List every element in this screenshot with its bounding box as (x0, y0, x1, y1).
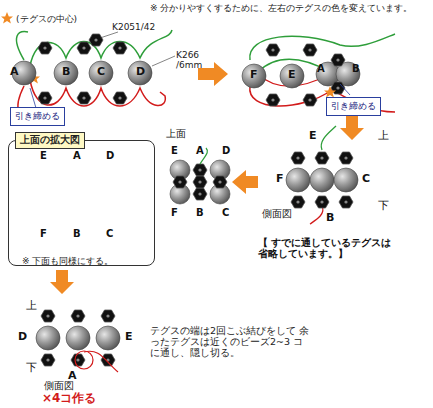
label-text: A (317, 63, 325, 75)
label-text: B (196, 207, 204, 219)
label-text: K266 /6mm (176, 50, 212, 71)
label-text: 上 (26, 300, 37, 313)
label-text: 上 (378, 130, 389, 143)
label-text: (テグスの中心) (16, 14, 77, 24)
label-text: A (73, 150, 81, 162)
label-text: B (326, 212, 334, 225)
label-text: 下 (26, 362, 37, 375)
label-text: D (222, 145, 230, 157)
zoom-box: 上面の拡大図 (8, 140, 155, 266)
label-text: テグスの端は2回こぶ結びをして 余ったテグスは近くのビーズ2~3 コに通し、隠し… (150, 326, 310, 359)
box-heading: 上面の拡大図 (15, 132, 85, 149)
pull-tight-box: 引き締める (326, 97, 381, 116)
label-text: C (97, 66, 105, 79)
label-text: 【 すでに通しているテグスは 省略しています。】 (258, 238, 398, 260)
label-text: A (196, 145, 204, 157)
label-text: 下 (378, 200, 389, 213)
label-text: F (276, 173, 284, 186)
label-text: B (62, 66, 70, 79)
label-text: B (352, 63, 360, 75)
label-text: C (362, 173, 370, 186)
label-text: 上面 (166, 128, 186, 140)
label-text: K2051/42 (112, 22, 155, 32)
label-text: F (40, 228, 47, 240)
label-text: F (171, 207, 178, 219)
label-text: ※ 下面も同様にする。 (22, 256, 113, 266)
label-text: C (106, 228, 113, 240)
label-text: E (309, 130, 317, 143)
label-text: B (73, 228, 81, 240)
label-text: 側面図 (44, 380, 74, 392)
label-text: D (136, 66, 145, 79)
box-text: 引き締める (331, 101, 376, 111)
label-text: D (18, 331, 27, 344)
label-text: E (40, 150, 47, 162)
label-text: C (222, 207, 229, 219)
label-text: ※ 分かりやすくするために、左右のテグスの色を変えています。 (150, 3, 412, 13)
pull-tight-box: 引き締める (10, 107, 65, 126)
label-text: E (125, 331, 133, 344)
label-text: E (171, 145, 178, 157)
label-text: ×4コ作る (42, 392, 96, 406)
box-text: 引き締める (15, 111, 60, 121)
label-text: E (288, 69, 296, 82)
label-text: A (10, 66, 19, 79)
label-text: F (250, 69, 258, 82)
label-text: 側面図 (262, 208, 292, 220)
label-text: D (106, 150, 114, 162)
